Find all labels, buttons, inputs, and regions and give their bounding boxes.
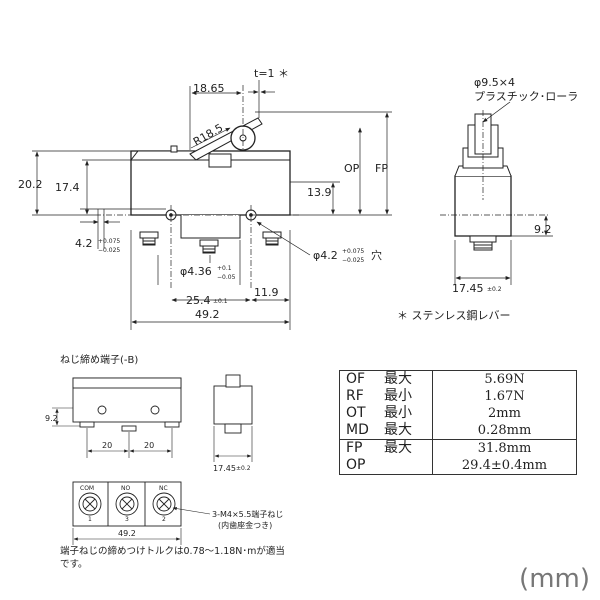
spec-label: 最小 <box>378 388 433 405</box>
label-17-45: 17.45 <box>452 282 484 295</box>
spec-row: OP 29.4±0.4mm <box>340 457 577 475</box>
spec-value: 5.69N <box>484 372 525 387</box>
terminal-screw-nc <box>152 492 176 516</box>
label-t1: t=1 ＊ <box>254 67 289 80</box>
terminal-side-dimensions <box>213 426 253 462</box>
spec-label <box>378 457 433 475</box>
label-25-4: 25.4 <box>186 294 211 307</box>
unit-label: (mm) <box>519 564 590 594</box>
terminal-com: COM <box>80 485 94 492</box>
label-4-2: 4.2 <box>75 237 93 250</box>
label-4-2-tol-up: +0.075 <box>98 238 120 245</box>
terminal-num-3: 3 <box>125 516 129 523</box>
spec-code: OP <box>346 457 366 473</box>
label-25-4-tol: ±0.1 <box>213 298 228 305</box>
front-view <box>95 85 300 290</box>
label-18-65: 18.65 <box>193 82 225 95</box>
spec-code: RF <box>346 388 364 404</box>
stainless-note: ＊ ステンレス鋼レバー <box>397 308 511 322</box>
label-4-36: φ4.36 <box>180 265 212 278</box>
label-20-2: 20.2 <box>18 178 43 191</box>
terminal-block-view <box>72 481 182 527</box>
terminal-screw-note2: (内歯座金つき) <box>218 520 272 530</box>
label-4-2-tol-dn: −0.025 <box>98 247 120 254</box>
label-hole-tol-up: +0.075 <box>342 248 364 255</box>
spec-value: 29.4±0.4mm <box>461 458 548 473</box>
spec-row: RF 最小 1.67N <box>340 388 577 405</box>
terminal-screw-no <box>115 492 139 516</box>
side-dimensions <box>454 101 553 285</box>
terminal-screw-com <box>78 492 102 516</box>
spec-value: 2mm <box>488 406 521 421</box>
terminal-front-dimensions <box>52 407 173 458</box>
spec-code: MD <box>346 422 369 438</box>
terminal-side-view <box>213 374 253 434</box>
terminal-screws <box>139 231 282 254</box>
spec-value: 0.28mm <box>477 423 532 438</box>
label-49-2: 49.2 <box>195 308 220 321</box>
terminal-label-20a: 20 <box>102 441 112 450</box>
label-4-36-tol-up: +0.1 <box>217 265 232 272</box>
terminal-no: NO <box>121 485 130 492</box>
label-hole-suffix: 穴 <box>371 248 382 262</box>
label-hole: φ4.2 <box>313 249 338 262</box>
spec-row: MD 最大 0.28mm <box>340 422 577 440</box>
label-hole-tol-dn: −0.025 <box>342 257 364 264</box>
front-dimensions <box>32 80 392 330</box>
terminal-num-2: 2 <box>162 516 166 523</box>
terminal-block-dimensions <box>72 506 211 545</box>
label-13-9: 13.9 <box>307 186 332 199</box>
label-17-4: 17.4 <box>55 181 80 194</box>
terminal-title: ねじ締め端子(-B) <box>60 353 138 366</box>
terminal-nc: NC <box>159 485 168 492</box>
terminal-screw-note: 3-M4×5.5端子ねじ <box>212 509 283 519</box>
spec-label: 最大 <box>378 370 433 388</box>
label-roller-size: φ9.5×4 <box>474 76 515 89</box>
torque-note: 端子ねじの締めつけトルクは0.78〜1.18N･mが適当です。 <box>60 546 285 570</box>
spec-code: OF <box>346 371 366 387</box>
terminal-label-20b: 20 <box>144 441 154 450</box>
spec-label: 最小 <box>378 405 433 422</box>
spec-row: OT 最小 2mm <box>340 405 577 422</box>
terminal-label-17-45-tol: ±0.2 <box>236 465 251 472</box>
side-view <box>440 110 550 251</box>
terminal-front-view <box>72 377 182 432</box>
spec-label: 最大 <box>378 439 433 457</box>
side-body <box>454 175 512 237</box>
terminal-label-17-45: 17.45 <box>213 464 236 473</box>
spec-code: FP <box>339 439 378 457</box>
label-roller-material: プラスチック･ローラ <box>474 90 578 103</box>
spec-value: 1.67N <box>484 389 525 404</box>
label-9-2: 9.2 <box>534 223 552 236</box>
spec-label: 最大 <box>378 422 433 440</box>
label-11-9: 11.9 <box>254 286 279 299</box>
label-fp: FP <box>375 162 388 175</box>
label-4-36-tol-dn: −0.05 <box>217 274 236 281</box>
terminal-label-9-2: 9.2 <box>45 414 58 423</box>
spec-code: OT <box>346 405 366 421</box>
label-op: OP <box>344 162 360 175</box>
label-17-45-tol: ±0.2 <box>487 286 502 293</box>
terminal-label-49-2: 49.2 <box>118 529 136 538</box>
spec-row: OF 最大 5.69N <box>340 370 577 388</box>
spec-value: 31.8mm <box>432 439 577 457</box>
terminal-num-1: 1 <box>88 516 92 523</box>
